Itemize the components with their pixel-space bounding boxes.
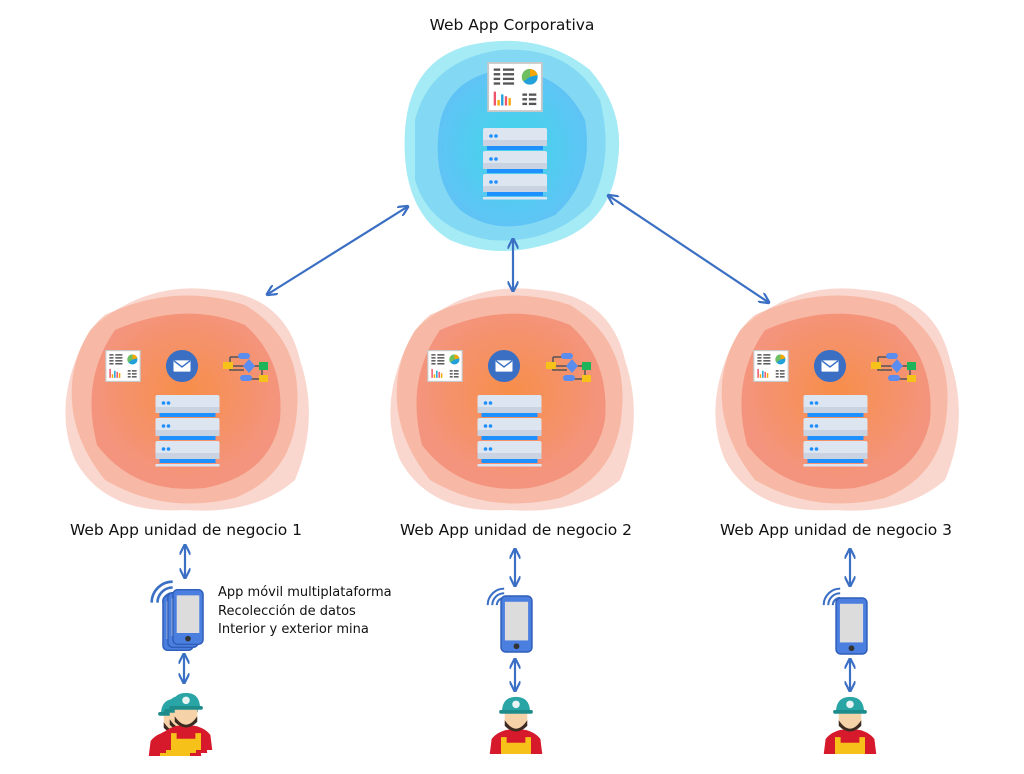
phone-icon [172,588,204,646]
mobile-note-line: Interior y exterior mina [218,622,369,637]
mobile-note-line: Recolección de datos [218,603,356,619]
mail-icon [165,349,199,383]
unit-label-1: Web App unidad de negocio 1 [69,521,303,539]
miner-icon-2 [489,696,543,754]
arrow-corp-unit1 [268,207,407,294]
miner-icon-3 [823,696,877,754]
server-icon [155,395,220,467]
server-icon [483,128,547,200]
miner-group-1 [148,692,213,756]
dashboard-icon [105,350,141,382]
mobile-note-line: App móvil multiplataforma [218,585,392,600]
dashboard-icon [753,350,789,382]
corporate-title: Web App Corporativa [429,16,595,34]
unit-label-2: Web App unidad de negocio 2 [399,521,633,539]
phone-icon-2 [500,595,533,653]
server-icon [477,395,542,467]
phone-stack-1 [150,580,204,652]
unit-label-3: Web App unidad de negocio 3 [719,521,953,539]
arrow-corp-unit3 [609,196,768,302]
corporate-cloud [404,40,620,252]
mail-icon [487,349,521,383]
phone-icon-3 [835,597,868,655]
server-icon [803,395,868,467]
dashboard-icon [487,62,543,112]
mail-icon [813,349,847,383]
mobile-note: App móvil multiplataforma Recolección de… [218,584,392,640]
dashboard-icon [427,350,463,382]
